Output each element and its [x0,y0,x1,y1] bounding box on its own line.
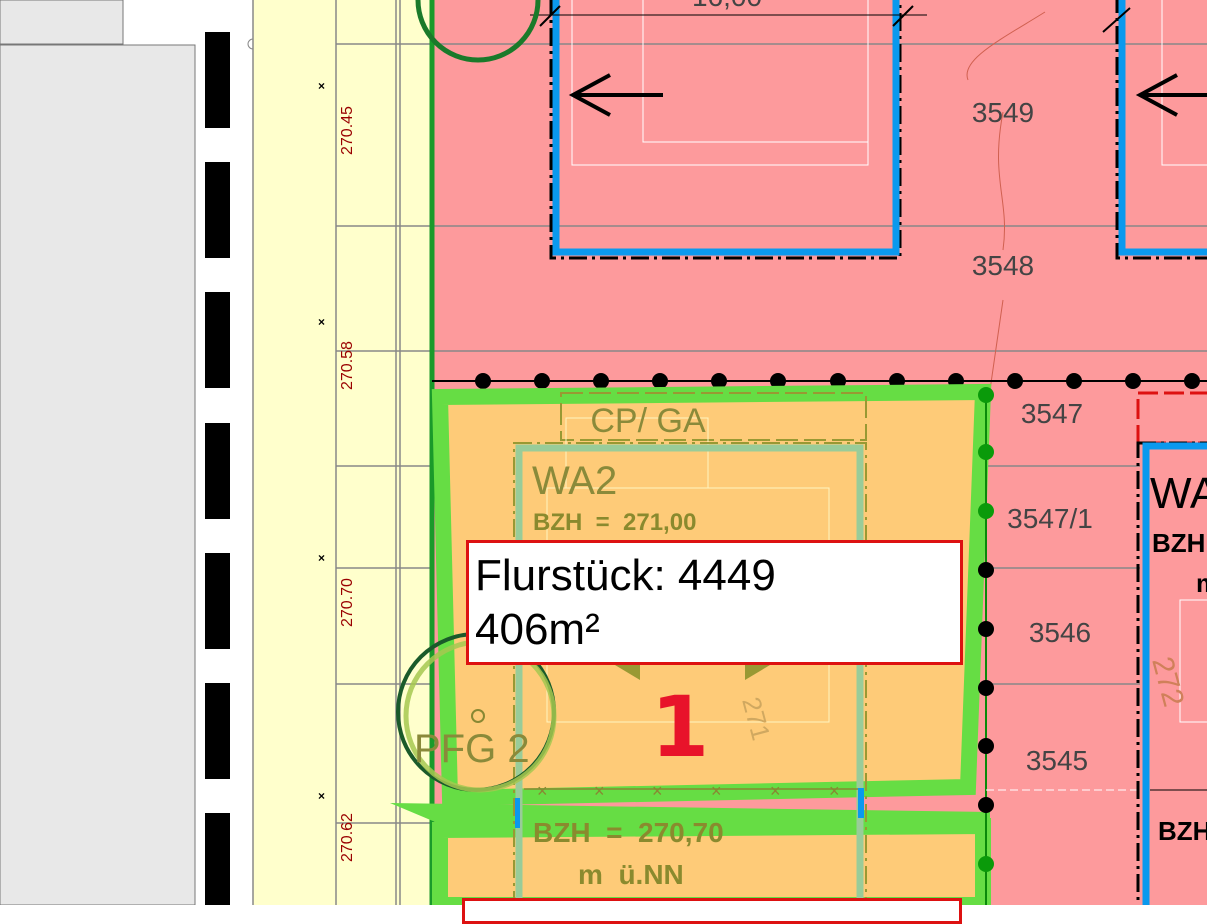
parcel-number: 3545 [1026,745,1088,776]
carport-garage-area [560,392,867,441]
parcel-number: 3548 [972,250,1034,281]
svg-text:×: × [318,315,325,329]
neighbor-area [0,44,196,905]
neighbor-building-area [0,0,124,45]
parcel-area-label: 406m² [475,605,600,654]
plot-number: 1 [651,678,709,776]
site-plan-map[interactable]: × × × × 270.45 270.58 270.70 270.62 16,00 3… [0,0,1207,905]
svg-text:×: × [318,789,325,803]
building-envelope-right [1142,442,1207,905]
svg-text:×: × [537,781,548,801]
building-window [513,442,867,905]
building-envelope [515,444,864,905]
plot-edge-dots [978,387,994,872]
bzh-label-right: BZH [1152,528,1205,558]
zone-label-right: WA [1150,469,1207,518]
parcel-info-popup[interactable]: Flurstück: 4449 406m² [466,540,963,665]
parcel-number: 3547 [1021,398,1083,429]
carport-garage-label: CP/ GA [590,402,706,440]
svg-text:×: × [829,781,840,801]
parcel-info-popup-next[interactable] [462,898,962,924]
marker [515,798,520,828]
svg-text:×: × [711,781,722,801]
tree-icon [471,709,485,723]
bzh-lower-label: BZH = 270,70 [533,817,724,848]
elevation-markers: × × × × [318,79,325,803]
parcel-number: 3549 [972,97,1034,128]
contour-line [966,11,1046,391]
svg-text:×: × [652,781,663,801]
svg-text:×: × [318,79,325,93]
bzh-label-right-lower: BZH [1158,816,1207,846]
bzh-upper-label: BZH = 271,00 [533,509,696,536]
elevation-label: 270.62 [339,813,356,862]
building-top-right [1102,0,1207,260]
street-area [253,0,431,905]
plot-below[interactable] [432,817,991,905]
elevation-label: 270.58 [339,341,356,390]
boundary-dashes [205,32,230,905]
unit-label-right: m [1196,568,1207,598]
svg-text:×: × [318,551,325,565]
planting-label: PFG 2 [414,727,530,771]
marker-triangle [745,665,770,680]
fence-line: × × × × × × [524,781,862,801]
marker-triangle [615,665,640,680]
unit-label: m ü.NN [578,859,684,890]
parcel-id-label: Flurstück: 4449 [475,551,776,600]
elevation-label: 270.70 [339,578,356,627]
marker [858,788,864,818]
parcel-number: 3547/1 [1007,503,1093,534]
elevation-label: 270.45 [339,106,356,155]
tree-circle-icon [415,0,541,63]
boundary-dots [475,373,1200,389]
arrow-left-icon [568,73,663,117]
parcel-number: 3546 [1029,617,1091,648]
svg-text:×: × [770,781,781,801]
arrow-left-icon [1135,73,1207,117]
parcel-lines [432,43,1207,685]
svg-text:×: × [594,781,605,801]
building-top-left [530,0,927,260]
outline [1179,599,1207,723]
zone-label: WA2 [532,459,617,503]
dimension-label: 16,00 [692,0,762,12]
